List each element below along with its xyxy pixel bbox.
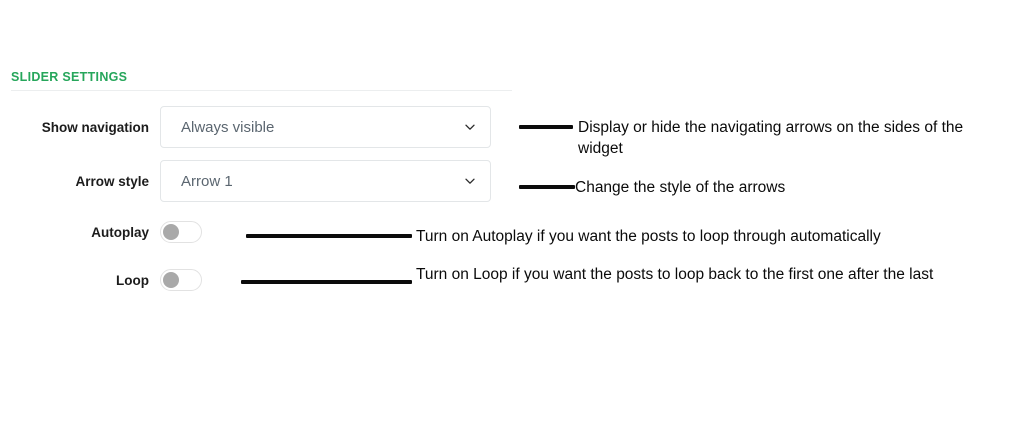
- chevron-down-icon: [463, 120, 477, 134]
- label-arrow-style: Arrow style: [75, 173, 149, 189]
- toggle-autoplay-knob: [163, 224, 179, 240]
- annotation-text-autoplay: Turn on Autoplay if you want the posts t…: [416, 228, 881, 245]
- label-show-navigation: Show navigation: [41, 119, 149, 135]
- select-arrow-style[interactable]: Arrow 1: [160, 160, 491, 202]
- label-loop: Loop: [116, 272, 149, 288]
- label-autoplay: Autoplay: [91, 224, 149, 240]
- toggle-loop[interactable]: [160, 269, 202, 291]
- form-row-arrow-style: Arrow style Arrow 1: [0, 160, 491, 202]
- form-row-show-navigation: Show navigation Always visible: [0, 106, 491, 148]
- select-arrow-style-value: Arrow 1: [181, 172, 233, 190]
- page-title: SLIDER SETTINGS: [11, 70, 128, 84]
- chevron-down-icon: [463, 174, 477, 188]
- form-row-autoplay: Autoplay: [0, 221, 202, 243]
- select-show-navigation[interactable]: Always visible: [160, 106, 491, 148]
- form-row-loop: Loop: [0, 269, 202, 291]
- toggle-autoplay[interactable]: [160, 221, 202, 243]
- annotation-text-arrow-style: Change the style of the arrows: [575, 179, 786, 196]
- annotation-leader-line-loop: [241, 280, 412, 284]
- annotation-leader-line-autoplay: [246, 234, 412, 238]
- select-show-navigation-value: Always visible: [181, 118, 275, 136]
- annotation-leader-line-show-navigation: [519, 125, 573, 129]
- annotation-leader-line-arrow-style: [519, 185, 575, 189]
- toggle-loop-knob: [163, 272, 179, 288]
- annotation-text-loop: Turn on Loop if you want the posts to lo…: [416, 266, 934, 283]
- annotation-text-show-navigation: Display or hide the navigating arrows on…: [578, 119, 964, 157]
- section-divider: [11, 90, 512, 91]
